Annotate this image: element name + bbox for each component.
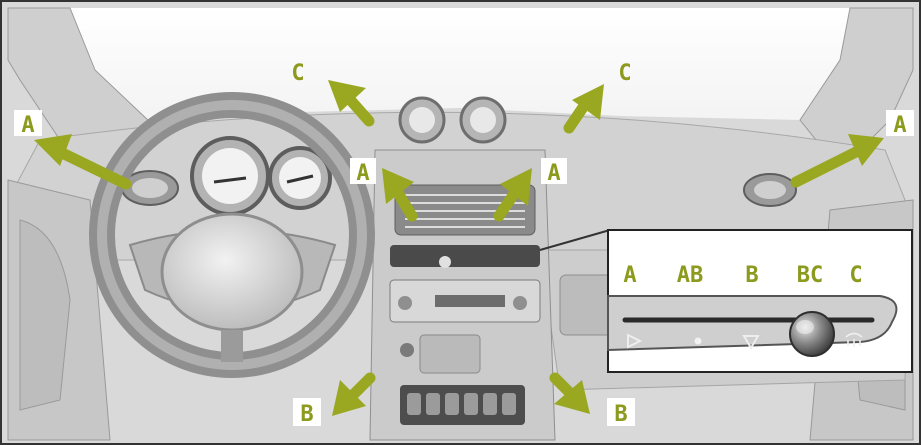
svg-text:A: A [356, 161, 369, 186]
label-a-far-left: A [14, 110, 42, 138]
arrow-b-left [332, 372, 376, 416]
inset-label-bc: BC [797, 263, 824, 288]
radio-knob-left [398, 296, 412, 310]
console-display [419, 334, 481, 374]
arrow-c-right [563, 84, 604, 134]
triangle-down-icon [742, 335, 760, 350]
inset-label-b: B [745, 263, 758, 288]
inset-label-c: C [849, 263, 862, 288]
steering-wheel [89, 92, 375, 378]
callout-pointer [539, 229, 611, 251]
dot-icon [694, 337, 702, 345]
arrow-a-center-right [493, 168, 532, 222]
clock-pod-left [398, 96, 446, 144]
tachometer [268, 146, 332, 210]
label-a-center-right: A [541, 158, 567, 186]
arrow-c-left [328, 80, 375, 127]
svg-text:A: A [893, 113, 906, 138]
arrow-a-far-right [790, 134, 884, 188]
left-door-pocket [19, 219, 71, 411]
arrow-a-far-left [34, 134, 132, 190]
vent-control-knob [439, 256, 451, 268]
svg-text:B: B [614, 402, 627, 427]
inset-label-ab: AB [677, 263, 704, 288]
clock-pod-right [459, 96, 507, 144]
inset-label-a: A [623, 263, 636, 288]
control-strip [607, 295, 898, 352]
vent-control-inset: A AB B BC C [607, 229, 913, 373]
svg-text:B: B [300, 402, 313, 427]
label-a-far-right: A [886, 110, 914, 138]
radio-slot [435, 295, 505, 307]
label-b-left: B [293, 398, 321, 427]
svg-text:A: A [547, 161, 560, 186]
console-button [400, 343, 414, 357]
switch-row [407, 393, 516, 415]
triangle-right-icon [627, 333, 643, 349]
arrow-a-center-left [382, 168, 418, 222]
windshield [70, 8, 850, 122]
vent-control-strip [390, 245, 540, 267]
label-c-right: C [618, 61, 631, 86]
radio-knob-right [513, 296, 527, 310]
defrost-icon [845, 332, 863, 347]
right-side-vent [743, 173, 797, 207]
left-side-vent [121, 170, 179, 206]
label-b-right: B [607, 398, 635, 427]
label-c-left: C [291, 61, 304, 86]
label-a-center-left: A [350, 158, 376, 186]
speedometer [190, 136, 270, 216]
airflow-arrows [34, 80, 884, 416]
arrow-b-right [549, 372, 590, 414]
knob-icon[interactable] [789, 311, 835, 357]
svg-text:A: A [21, 113, 34, 138]
svg-text:C: C [618, 61, 631, 86]
svg-text:C: C [291, 61, 304, 86]
